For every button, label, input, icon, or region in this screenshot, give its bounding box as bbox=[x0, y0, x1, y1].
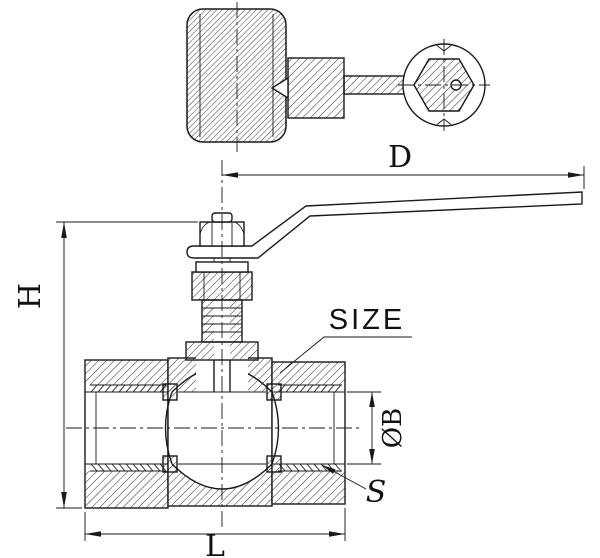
lever-handle bbox=[186, 191, 583, 259]
right-port-threads bbox=[272, 384, 345, 472]
dim-label-D: D bbox=[388, 140, 412, 175]
handle-bar-section bbox=[287, 57, 345, 119]
dim-label-L: L bbox=[205, 529, 225, 558]
dimension-D: D bbox=[222, 140, 585, 189]
annotation-size: SIZE bbox=[279, 304, 412, 374]
label-size: SIZE bbox=[329, 304, 405, 336]
dimension-annotations: D H L ØB bbox=[13, 140, 585, 558]
seat-top-left bbox=[162, 383, 178, 401]
handle-bar bbox=[343, 75, 405, 95]
dim-label-bore-diameter: ØB bbox=[378, 408, 408, 448]
dim-label-H: H bbox=[13, 283, 48, 309]
label-s: S bbox=[366, 475, 387, 510]
valve-section-view bbox=[66, 160, 583, 527]
body-bottom-wall bbox=[168, 464, 272, 506]
bar-notch bbox=[270, 76, 289, 100]
annotation-s: S bbox=[321, 464, 387, 510]
handle-end-view bbox=[186, 2, 490, 152]
handle-grip-sleeve bbox=[186, 8, 287, 143]
seat-bottom-left bbox=[162, 455, 178, 473]
dimension-bore: ØB bbox=[347, 391, 408, 465]
dimension-H: H bbox=[13, 221, 198, 509]
dimension-L: L bbox=[84, 508, 346, 558]
seat-bottom-right bbox=[266, 455, 282, 473]
seat-top-right bbox=[266, 383, 282, 401]
